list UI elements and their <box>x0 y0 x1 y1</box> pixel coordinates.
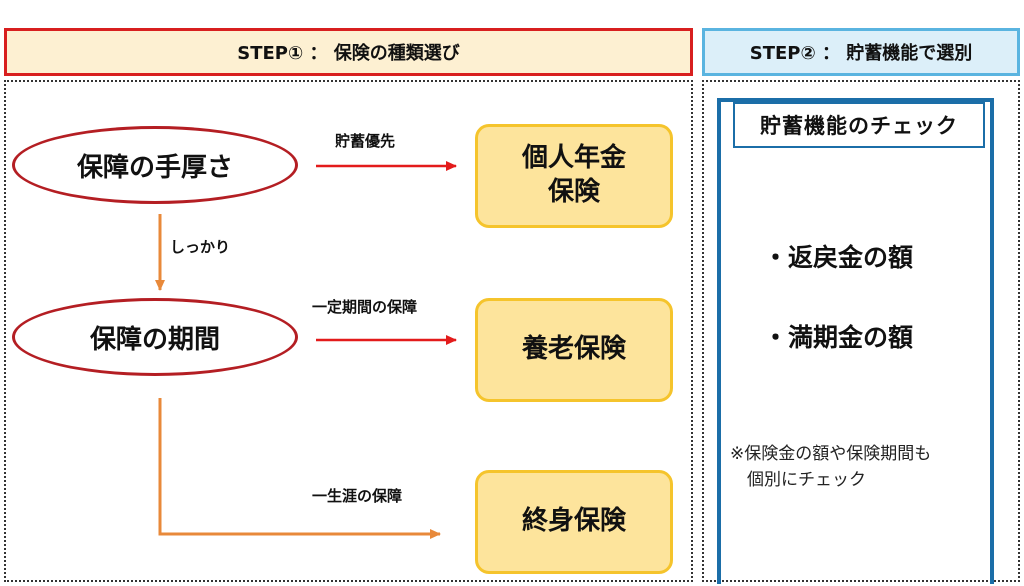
label-savings-first: 貯蓄優先 <box>335 132 396 150</box>
check-note: ※保険金の額や保険期間も 個別にチェック <box>730 444 932 490</box>
node-coverage-thickness-label: 保障の手厚さ <box>76 152 233 183</box>
savings-check-title: 貯蓄機能のチェック <box>735 104 983 146</box>
box-endowment-insurance: 養老保険 <box>475 298 673 402</box>
label-lifetime: 一生涯の保障 <box>312 487 403 505</box>
node-coverage-period: 保障の期間 <box>12 298 298 376</box>
bottom-edge <box>0 584 1024 586</box>
check-item-maturity-amount: ・満期金の額 <box>763 323 914 352</box>
step2-panel <box>702 80 1020 582</box>
step1-panel <box>4 80 693 582</box>
label-fixed-period: 一定期間の保障 <box>312 298 418 316</box>
box-whole-life-insurance: 終身保険 <box>475 470 673 574</box>
node-coverage-thickness: 保障の手厚さ <box>12 126 298 204</box>
step2-header: STEP② ： 貯蓄機能で選別 <box>702 28 1020 76</box>
check-item-surrender-value: ・返戻金の額 <box>763 243 914 272</box>
step1-header: STEP① ： 保険の種類選び <box>4 28 693 76</box>
savings-check-frame <box>717 98 994 586</box>
arrow-lifetime <box>158 398 441 539</box>
box-individual-pension: 個人年金 保険 <box>475 124 673 228</box>
label-solid: しっかり <box>170 238 231 256</box>
node-coverage-period-label: 保障の期間 <box>89 324 220 355</box>
